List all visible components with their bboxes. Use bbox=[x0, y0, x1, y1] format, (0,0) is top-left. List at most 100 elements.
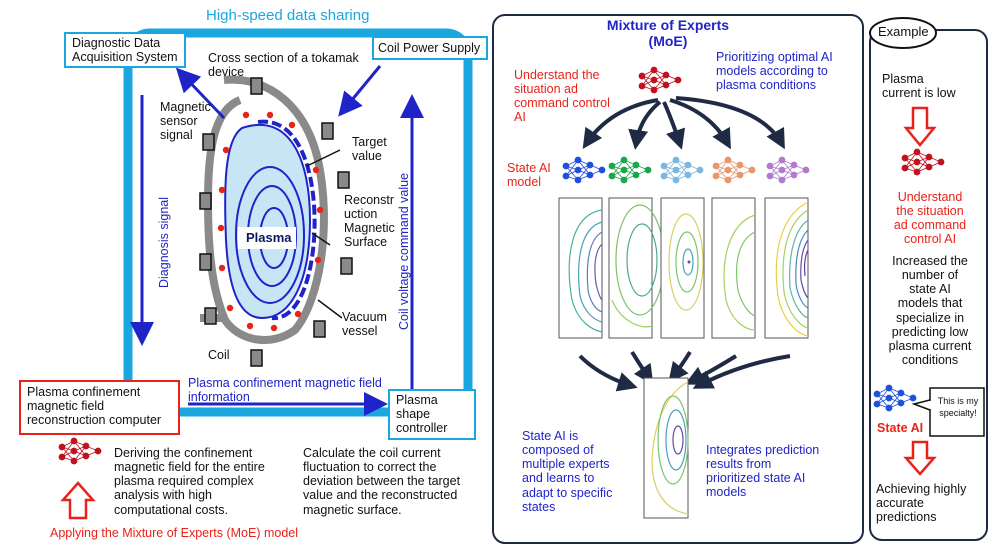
understand-line: AI bbox=[514, 110, 526, 125]
example-understand-line: control AI bbox=[903, 232, 957, 247]
expert-plot-3 bbox=[660, 197, 705, 339]
prioritizing-line: plasma conditions bbox=[716, 78, 817, 93]
example-gating-icon bbox=[901, 148, 945, 176]
data-sharing-loop bbox=[123, 28, 473, 417]
tokamak-cross-section bbox=[199, 75, 353, 367]
expert-icon-skyblue bbox=[660, 156, 704, 184]
pcmfr-line: magnetic field bbox=[27, 399, 105, 414]
prioritizing-line: models according to bbox=[716, 64, 828, 79]
recon-line: Reconstr bbox=[344, 193, 395, 207]
prioritizing-line: Prioritizing optimal AI bbox=[716, 50, 833, 64]
expert-plot-1 bbox=[558, 197, 603, 339]
example-state-ai-label: State AI bbox=[877, 421, 924, 435]
example-understand-line: ad command bbox=[893, 218, 967, 233]
gating-arrows bbox=[582, 96, 785, 150]
magnetic-sensor-line: signal bbox=[160, 128, 193, 143]
integrates-line: Integrates prediction bbox=[706, 443, 820, 457]
composed-line: composed of bbox=[522, 443, 594, 458]
composed-line: states bbox=[522, 499, 556, 514]
down-hollow-arrow-1 bbox=[903, 106, 937, 147]
target-line: value bbox=[352, 149, 382, 164]
composed-line: State AI is bbox=[522, 429, 579, 443]
integrates-label: Integrates prediction results from prior… bbox=[706, 443, 819, 500]
expert-icon-orange bbox=[712, 156, 756, 184]
increased-line: number of bbox=[901, 268, 959, 283]
expert-plot-4 bbox=[711, 197, 756, 339]
shape-line: shape bbox=[396, 407, 431, 422]
magnetic-sensor-line: sensor bbox=[160, 114, 198, 129]
moe-title: Mixture of Experts (MoE) bbox=[606, 17, 730, 50]
target-value-label: Target value bbox=[352, 135, 387, 163]
magnetic-sensor-line: Magnetic bbox=[160, 100, 211, 114]
increased-line: predicting low bbox=[891, 324, 969, 339]
plasma-label: Plasma bbox=[246, 230, 292, 245]
integration-arrows bbox=[578, 350, 791, 392]
deriving-text: Deriving the confinement magnetic field … bbox=[114, 446, 265, 517]
integrates-line: results from bbox=[706, 457, 772, 472]
deriving-line: magnetic field for the entire bbox=[114, 460, 265, 475]
expert-icon-green bbox=[608, 156, 652, 184]
applying-moe-label: Applying the Mixture of Experts (MoE) mo… bbox=[50, 526, 299, 540]
integrates-line: models bbox=[706, 485, 747, 500]
example-state-ai-icon bbox=[873, 384, 917, 412]
state-ai-line: State AI bbox=[507, 161, 551, 175]
achieving-line: Achieving highly bbox=[876, 482, 967, 496]
vacuum-line: vessel bbox=[342, 324, 378, 339]
target-surface bbox=[257, 119, 317, 321]
shape-line: Plasma bbox=[396, 393, 438, 407]
coil-voltage-label: Coil voltage command value bbox=[397, 172, 411, 330]
cross-section-label: Cross section of a tokamak device bbox=[208, 51, 359, 79]
calc-line: fluctuation to correct the bbox=[303, 460, 437, 475]
reconstruction-computer-box: Plasma confinement magnetic field recons… bbox=[19, 380, 180, 435]
composed-label: State AI is composed of multiple experts… bbox=[522, 429, 612, 514]
gating-ai-icon bbox=[638, 66, 682, 94]
understand-line: Understand the bbox=[514, 68, 600, 82]
example-understand-label: Understand the situation ad command cont… bbox=[872, 190, 988, 247]
plasma-low-line: Plasma bbox=[882, 72, 924, 86]
magnetic-sensors bbox=[217, 111, 324, 332]
arrow-from-coil-power bbox=[338, 65, 382, 117]
expert-plot-2 bbox=[608, 197, 665, 339]
example-understand-line: the situation bbox=[896, 204, 964, 219]
moe-panel bbox=[492, 14, 864, 544]
increased-line: state AI bbox=[909, 282, 951, 297]
vacuum-line: Vacuum bbox=[342, 310, 387, 324]
plasma-low-line: current is low bbox=[882, 86, 956, 101]
coil-power-label: Coil Power Supply bbox=[378, 41, 481, 55]
expert-plot-5 bbox=[764, 197, 809, 339]
increased-label: Increased the number of state AI models … bbox=[872, 254, 988, 367]
high-speed-label: High-speed data sharing bbox=[206, 7, 370, 24]
calculate-text: Calculate the coil current fluctuation t… bbox=[303, 446, 460, 517]
state-ai-model-label: State AI model bbox=[507, 161, 551, 189]
state-ai-line: model bbox=[507, 175, 542, 190]
achieving-line: accurate bbox=[876, 496, 924, 511]
deriving-line: plasma required complex bbox=[114, 474, 254, 489]
poloidal-coils bbox=[199, 77, 353, 367]
specialty-line: specialty! bbox=[939, 407, 977, 418]
expert-icon-purple bbox=[766, 156, 810, 184]
understand-line: command control bbox=[514, 96, 610, 111]
example-label: Example bbox=[878, 24, 929, 39]
calc-line: magnetic surface. bbox=[303, 502, 402, 517]
expert-icon-blue bbox=[562, 156, 606, 184]
achieving-label: Achieving highly accurate predictions bbox=[876, 482, 966, 524]
recon-line: uction bbox=[344, 207, 378, 222]
flux-surface bbox=[235, 166, 305, 304]
up-hollow-arrow-left bbox=[60, 481, 96, 520]
moe-title-line: Mixture of Experts bbox=[606, 17, 730, 33]
confinement-info-line: information bbox=[188, 390, 250, 405]
increased-line: specialize in bbox=[895, 310, 965, 325]
deriving-line: Deriving the confinement bbox=[114, 446, 253, 460]
reconstruction-surface-label: Reconstr uction Magnetic Surface bbox=[344, 193, 395, 250]
diagnostic-acquisition-box: Diagnostic Data Acquisition System bbox=[64, 32, 186, 68]
confinement-nn-icon bbox=[58, 437, 102, 465]
recon-line: Surface bbox=[344, 235, 388, 250]
shape-line: controller bbox=[396, 421, 448, 436]
recon-line: Magnetic bbox=[344, 221, 395, 236]
cross-section-line: Cross section of a tokamak bbox=[208, 51, 359, 65]
increased-line: Increased the bbox=[892, 254, 968, 268]
increased-line: plasma current bbox=[888, 338, 972, 353]
coil-power-box: Coil Power Supply bbox=[372, 36, 488, 60]
target-line: Target bbox=[352, 135, 387, 149]
